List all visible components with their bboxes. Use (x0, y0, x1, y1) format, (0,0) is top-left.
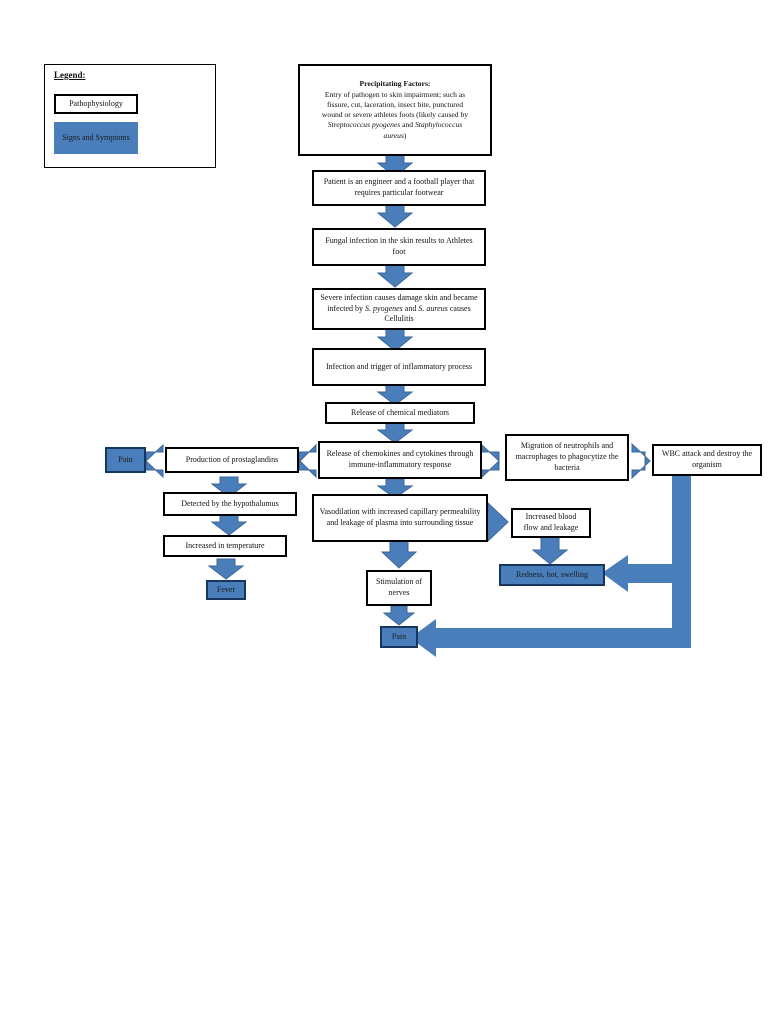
redness-hot-swelling-label: Redness, hot, swelling (516, 569, 588, 579)
precipitating-factors-close-paren: ) (403, 130, 407, 140)
arrow-chemokines-to-prostaglandins (298, 443, 317, 479)
node-stimulation-of-nerves: Stimulation of nerves (366, 570, 432, 606)
node-increased-blood-flow: Increased blood flow and leakage (511, 508, 591, 538)
arrow-hypothalamus-to-temperature (210, 514, 248, 536)
precipitating-factors-organism-1: Streptococcus pyogenes (327, 120, 401, 130)
precipitating-factors-organism-2-species: aureus (383, 130, 404, 140)
precipitating-factors-conjunction: and (400, 120, 415, 130)
precipitating-factors-heading: Precipitating Factors: (359, 79, 431, 89)
legend-title: Legend: (54, 70, 86, 80)
neutrophil-migration-label: Migration of neutrophils and macrophages… (515, 441, 619, 472)
fever-label: Fever (216, 584, 236, 594)
arrow-chemokines-to-neutrophils (481, 443, 500, 479)
arrow-prostaglandins-to-pain (145, 443, 164, 479)
chemokines-cytokines-label: Release of chemokines and cytokines thro… (326, 449, 474, 469)
node-patient-profile: Patient is an engineer and a football pl… (312, 170, 486, 206)
arrow-mediators-to-chemokines (376, 422, 414, 444)
prostaglandins-label: Production of prostaglandins (185, 454, 279, 464)
legend-item-pathophysiology-label: Pathophysiology (69, 98, 123, 108)
patient-profile-label: Patient is an engineer and a football pl… (323, 177, 475, 197)
node-pain-left: Pain (105, 447, 146, 473)
arrow-temperature-to-fever (207, 558, 245, 580)
arrow-patient-to-fungal (376, 204, 414, 228)
node-redness-hot-swelling: Redness, hot, swelling (499, 564, 605, 586)
node-pain-bottom: Pain (380, 626, 418, 648)
arrow-bloodflow-to-redness (531, 536, 569, 565)
chemical-mediators-label: Release of chemical mediators (351, 407, 449, 417)
increased-temperature-label: Increased in temperature (185, 540, 265, 550)
node-fever: Fever (206, 580, 246, 600)
arrow-neutrophils-to-wbc (631, 442, 651, 480)
node-hypothalamus: Detected by the hypothalumus (163, 492, 297, 516)
node-vasodilation: Vasodilation with increased capillary pe… (312, 494, 488, 542)
stimulation-of-nerves-label: Stimulation of nerves (376, 577, 422, 597)
arrow-wbc-to-redness-elbow (602, 475, 691, 592)
node-wbc-attack: WBC attack and destroy the organism (652, 444, 762, 476)
precipitating-factors-organism-2: Staphylococcus (414, 120, 463, 130)
increased-blood-flow-label: Increased blood flow and leakage (523, 512, 579, 532)
pain-bottom-label: Pain (391, 631, 407, 641)
node-chemokines-cytokines: Release of chemokines and cytokines thro… (318, 441, 482, 479)
arrow-stimulation-to-pain (382, 605, 416, 626)
severe-infection-organism-1: S. pyogenes (365, 303, 403, 313)
wbc-attack-label: WBC attack and destroy the organism (661, 449, 753, 469)
fungal-infection-label: Fungal infection in the skin results to … (325, 236, 473, 256)
vasodilation-label: Vasodilation with increased capillary pe… (319, 507, 481, 527)
pain-left-label: Pain (118, 454, 133, 464)
legend-item-pathophysiology: Pathophysiology (54, 94, 138, 114)
severe-infection-organism-2: S. aureus (418, 303, 448, 313)
node-inflammatory-trigger: Infection and trigger of inflammatory pr… (312, 348, 486, 386)
arrow-fungal-to-severe (376, 264, 414, 288)
precipitating-factors-line-2: fissure, cut, laceration, insect bite, p… (326, 99, 463, 109)
node-increased-temperature: Increased in temperature (163, 535, 287, 557)
node-severe-infection: Severe infection causes damage skin and … (312, 288, 486, 330)
severe-infection-part-1: Severe infection causes damage skin and … (320, 292, 478, 313)
precipitating-factors-line-3: wound or severe athletes foots (likely c… (321, 110, 469, 119)
inflammatory-trigger-label: Infection and trigger of inflammatory pr… (326, 361, 472, 371)
precipitating-factors-line-1: Entry of pathogen to skin impairment; su… (324, 89, 466, 99)
node-neutrophil-migration: Migration of neutrophils and macrophages… (505, 434, 629, 481)
severe-infection-part-3: causes Cellulitis (384, 303, 471, 324)
legend-item-signs-symptoms: Signs and Symptoms (54, 122, 138, 154)
node-precipitating-factors: Precipitating Factors: Entry of pathogen… (298, 64, 492, 156)
legend-item-signs-symptoms-label: Signs and Symptoms (62, 132, 130, 142)
node-chemical-mediators: Release of chemical mediators (325, 402, 475, 424)
severe-infection-part-2: and (402, 303, 419, 313)
hypothalamus-label: Detected by the hypothalumus (181, 498, 279, 508)
node-prostaglandins: Production of prostaglandins (165, 447, 299, 473)
node-fungal-infection: Fungal infection in the skin results to … (312, 228, 486, 266)
